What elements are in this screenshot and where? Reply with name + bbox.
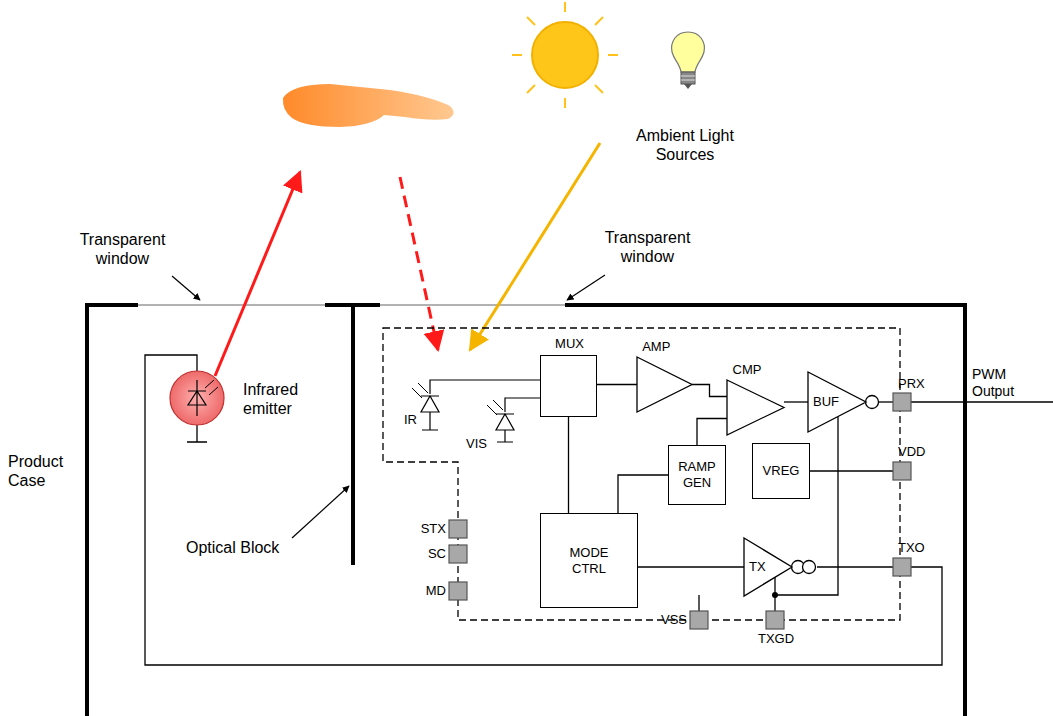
- emitted-ray: [215, 172, 300, 376]
- leader-line: [292, 486, 349, 538]
- signal-wire: [597, 384, 637, 385]
- block-label: BUF: [813, 394, 839, 410]
- pin-name: STX: [408, 521, 446, 537]
- block-label: MUX: [521, 336, 618, 352]
- block-label: MODE CTRL: [563, 545, 615, 576]
- window-label: Transparent window: [585, 228, 710, 266]
- mode-control-block: MODE CTRL: [540, 513, 638, 608]
- amplifier-triangle: AMP: [637, 357, 692, 412]
- case-label: Product Case: [8, 452, 84, 490]
- block-label: AMP: [627, 339, 686, 355]
- photodiode-label: IR: [404, 412, 424, 428]
- photodiode-label: VIS: [466, 436, 496, 452]
- pin-name: VDD: [898, 444, 938, 460]
- chip-outline: [383, 328, 900, 620]
- signal-wire: [638, 566, 744, 567]
- pin-name: PRX: [898, 376, 938, 392]
- signal-wire: [784, 401, 808, 402]
- pin-name: TXO: [898, 540, 938, 556]
- block-label: VREG: [763, 463, 800, 479]
- transmitter-triangle: TX: [744, 538, 792, 596]
- signal-wire: [568, 417, 569, 513]
- pin-name: SC: [408, 546, 446, 562]
- emitter-wiring: [145, 355, 942, 665]
- regulator-block: VREG: [752, 443, 810, 499]
- pin-name: VSS: [648, 612, 687, 628]
- comparator-triangle: CMP: [727, 380, 784, 435]
- pin-wiring: [699, 402, 1053, 612]
- pin-name: MD: [408, 583, 446, 599]
- buffer-triangle: BUF: [808, 372, 866, 432]
- leader-line: [567, 275, 605, 300]
- triangle-outline: [637, 357, 692, 412]
- signal-wire: [692, 385, 727, 397]
- signal-wire: [618, 475, 668, 513]
- triangle-outline: [727, 380, 784, 435]
- inverter-bubble: [866, 396, 879, 409]
- leader-line: [172, 276, 200, 300]
- block-label: TX: [749, 559, 766, 575]
- emitter-label: Infrared emitter: [243, 380, 345, 418]
- reflected-ray: [400, 177, 438, 350]
- pin-name: TXGD: [758, 631, 808, 647]
- infrared-emitter-symbol: [170, 371, 224, 425]
- signal-wire: [697, 419, 727, 446]
- multiplexer-block: MUX: [540, 355, 597, 417]
- ramp-generator-block: RAMP GEN: [668, 445, 726, 505]
- ambient-label: Ambient Light Sources: [615, 126, 755, 164]
- window-label: Transparent window: [60, 230, 185, 268]
- signal-name: PWM Output: [972, 366, 1050, 400]
- light-bulb-icon: [672, 32, 705, 89]
- junction-dot: [772, 592, 778, 598]
- block-label: RAMP GEN: [672, 459, 722, 490]
- pin-pads: [449, 393, 911, 629]
- optical-block-label: Optical Block: [186, 538, 316, 557]
- ambient-ray: [470, 143, 600, 350]
- block-label: CMP: [717, 362, 777, 378]
- sun-icon: [512, 2, 618, 108]
- sensor-group-outline: [383, 335, 525, 336]
- photodiode-symbols: [412, 380, 540, 442]
- hand-figure: [283, 84, 454, 127]
- current-source-symbol: [792, 561, 816, 574]
